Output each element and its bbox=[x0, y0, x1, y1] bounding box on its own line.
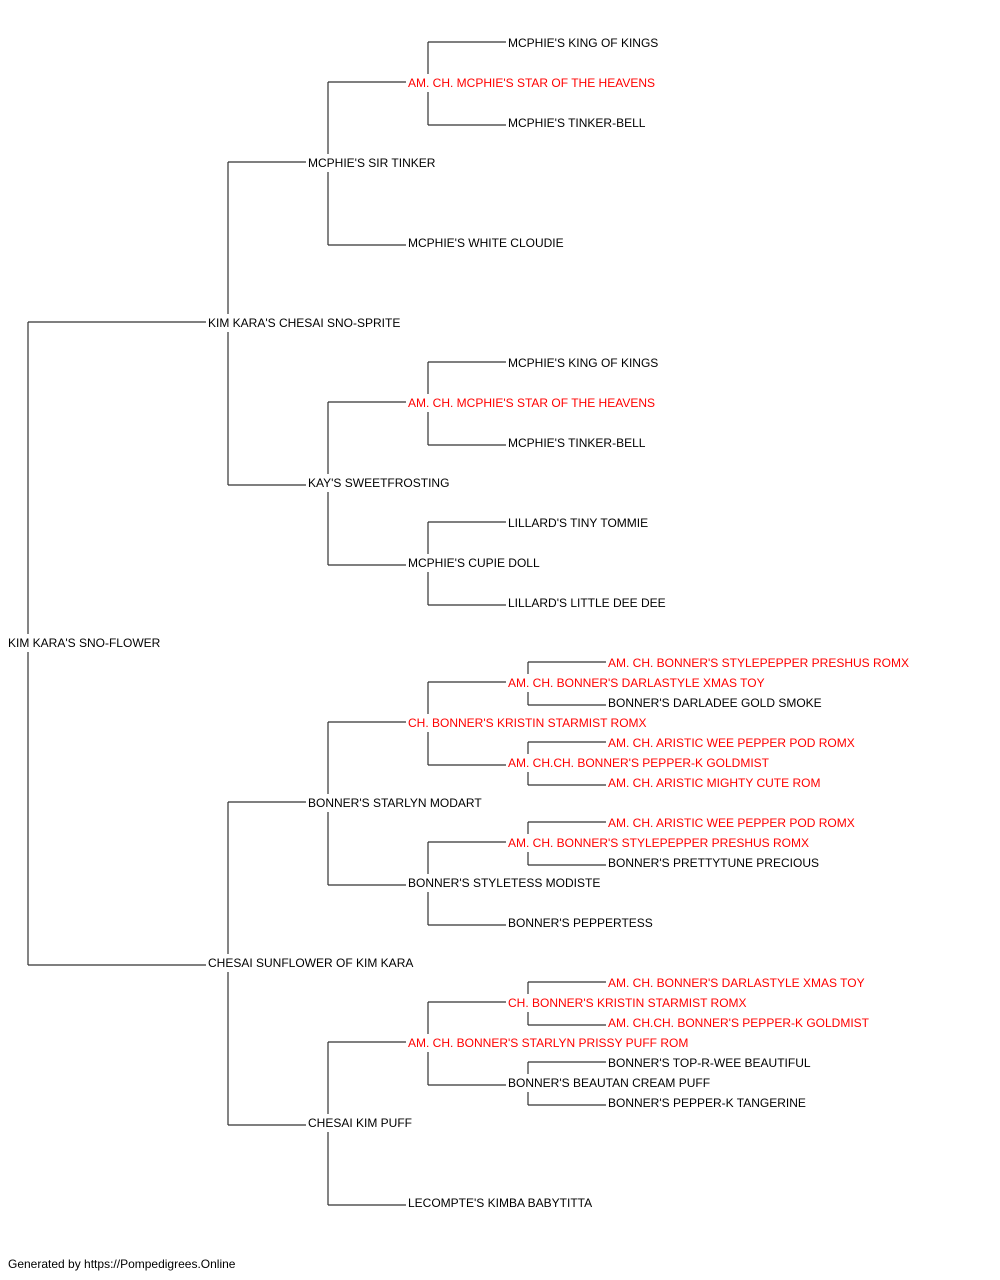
pedigree-node-sds: AM. CH. MCPHIE'S STAR OF THE HEAVENS bbox=[408, 396, 655, 410]
pedigree-node-ddssd: AM. CH.CH. BONNER'S PEPPER-K GOLDMIST bbox=[608, 1016, 870, 1030]
pedigree-node-dd: CHESAI KIM PUFF bbox=[308, 1116, 412, 1130]
pedigree-node-root: KIM KARA'S SNO-FLOWER bbox=[8, 636, 161, 650]
pedigree-node-sss: AM. CH. MCPHIE'S STAR OF THE HEAVENS bbox=[408, 76, 655, 90]
pedigree-node-sdss: MCPHIE'S KING OF KINGS bbox=[508, 356, 658, 370]
pedigree-node-sssd: MCPHIE'S TINKER-BELL bbox=[508, 116, 646, 130]
pedigree-node-sdds: LILLARD'S TINY TOMMIE bbox=[508, 516, 648, 530]
pedigree-node-sdsd: MCPHIE'S TINKER-BELL bbox=[508, 436, 646, 450]
pedigree-node-ddsd: BONNER'S BEAUTAN CREAM PUFF bbox=[508, 1076, 710, 1090]
pedigree-node-sd: KAY'S SWEETFROSTING bbox=[308, 476, 449, 490]
pedigree-node-d: CHESAI SUNFLOWER OF KIM KARA bbox=[208, 956, 413, 970]
pedigree-node-dssdd: AM. CH. ARISTIC MIGHTY CUTE ROM bbox=[608, 776, 820, 790]
pedigree-node-dsssd: BONNER'S DARLADEE GOLD SMOKE bbox=[608, 696, 822, 710]
pedigree-node-sddd: LILLARD'S LITTLE DEE DEE bbox=[508, 596, 666, 610]
pedigree-node-dsss: AM. CH. BONNER'S DARLASTYLE XMAS TOY bbox=[508, 676, 765, 690]
pedigree-node-ssss: MCPHIE'S KING OF KINGS bbox=[508, 36, 658, 50]
pedigree-node-s: KIM KARA'S CHESAI SNO-SPRITE bbox=[208, 316, 400, 330]
pedigree-node-dssd: AM. CH.CH. BONNER'S PEPPER-K GOLDMIST bbox=[508, 756, 770, 770]
pedigree-node-sdd: MCPHIE'S CUPIE DOLL bbox=[408, 556, 540, 570]
pedigree-node-dsdd: BONNER'S PEPPERTESS bbox=[508, 916, 653, 930]
pedigree-node-dds: AM. CH. BONNER'S STARLYN PRISSY PUFF ROM bbox=[408, 1036, 688, 1050]
pedigree-node-ddss: CH. BONNER'S KRISTIN STARMIST ROMX bbox=[508, 996, 747, 1010]
pedigree-node-dsd: BONNER'S STYLETESS MODISTE bbox=[408, 876, 600, 890]
pedigree-node-ddd: LECOMPTE'S KIMBA BABYTITTA bbox=[408, 1196, 592, 1210]
pedigree-node-dssds: AM. CH. ARISTIC WEE PEPPER POD ROMX bbox=[608, 736, 855, 750]
pedigree-node-dssss: AM. CH. BONNER'S STYLEPEPPER PRESHUS ROM… bbox=[608, 656, 909, 670]
pedigree-node-ddsdd: BONNER'S PEPPER-K TANGERINE bbox=[608, 1096, 806, 1110]
pedigree-node-dss: CH. BONNER'S KRISTIN STARMIST ROMX bbox=[408, 716, 647, 730]
pedigree-node-ss: MCPHIE'S SIR TINKER bbox=[308, 156, 436, 170]
pedigree-node-dsdsd: BONNER'S PRETTYTUNE PRECIOUS bbox=[608, 856, 819, 870]
pedigree-node-ddsds: BONNER'S TOP-R-WEE BEAUTIFUL bbox=[608, 1056, 811, 1070]
pedigree-node-ssd: MCPHIE'S WHITE CLOUDIE bbox=[408, 236, 564, 250]
pedigree-node-ddsss: AM. CH. BONNER'S DARLASTYLE XMAS TOY bbox=[608, 976, 865, 990]
pedigree-node-dsdss: AM. CH. ARISTIC WEE PEPPER POD ROMX bbox=[608, 816, 855, 830]
footer-credit: Generated by https://Pompedigrees.Online bbox=[8, 1257, 236, 1271]
pedigree-node-dsds: AM. CH. BONNER'S STYLEPEPPER PRESHUS ROM… bbox=[508, 836, 809, 850]
pedigree-node-ds: BONNER'S STARLYN MODART bbox=[308, 796, 482, 810]
